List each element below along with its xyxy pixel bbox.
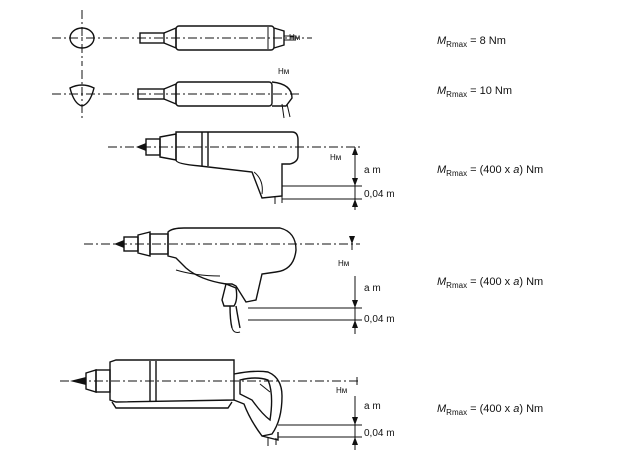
- row-4-pistol-grinder: Hм a m 0,04 m MRmax = (400 x a) Nm: [84, 227, 543, 334]
- angled-screwdriver-icon: [137, 81, 293, 119]
- hm-label-1: Hм: [289, 33, 300, 42]
- offset-label-3: 0,04 m: [364, 189, 395, 200]
- row-5-loop-handle-drill: Hм a m 0,04 m MRmax = (400 x a) Nm: [60, 359, 543, 450]
- arm-label-4: a m: [364, 283, 381, 294]
- shaped-handle-section-icon: [69, 84, 95, 107]
- round-handle-section-icon: [69, 27, 95, 49]
- straight-screwdriver-icon: [139, 25, 296, 51]
- formula-1: MRmax = 8 Nm: [437, 35, 506, 49]
- loop-handle-drill-icon: [70, 359, 283, 446]
- offset-label-5: 0,04 m: [364, 428, 395, 439]
- row-3-pistol-drill: Hм a m 0,04 m MRmax = (400 x a) Nm: [108, 131, 543, 210]
- hm-label-5: Hм: [336, 386, 347, 395]
- arm-label-5: a m: [364, 401, 381, 412]
- hm-label-2: Hм: [278, 67, 289, 76]
- pistol-drill-icon: [136, 131, 299, 204]
- offset-label-4: 0,04 m: [364, 314, 395, 325]
- hm-label-4: Hм: [338, 259, 349, 268]
- formula-3: MRmax = (400 x a) Nm: [437, 164, 543, 178]
- row-2-angled-tool: Hм MRmax = 10 Nm: [52, 67, 512, 120]
- formula-2: MRmax = 10 Nm: [437, 85, 512, 99]
- formula-4: MRmax = (400 x a) Nm: [437, 276, 543, 290]
- hm-label-3: Hм: [330, 153, 341, 162]
- row-1-straight-tool: Hм MRmax = 8 Nm: [52, 10, 506, 66]
- arm-label-3: a m: [364, 165, 381, 176]
- formula-5: MRmax = (400 x a) Nm: [437, 403, 543, 417]
- grinder-drill-icon: [114, 227, 297, 333]
